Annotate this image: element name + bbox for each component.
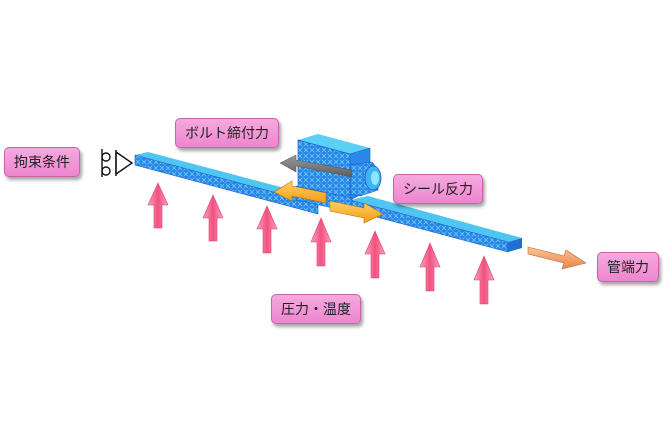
roller-support-icon [101,149,134,177]
bolt-force-label: ボルト締付力 [175,118,279,148]
pressure-arrow [256,205,278,254]
pressure-arrow [310,217,332,267]
seal-reaction-arrow-right [329,200,384,224]
bolt-force-arrow [279,154,353,178]
pressure-arrow [147,182,169,229]
pressure-arrow [202,194,224,242]
pressure-arrow [419,242,441,292]
seal-reaction-arrow-left [273,180,327,204]
pressure-arrows [147,182,495,305]
seal-reaction-label: シール反力 [393,174,483,204]
pressure-arrow [473,255,495,305]
pipe-plate-mesh [349,196,522,253]
constraint-label: 拘束条件 [4,147,80,177]
pipe-end-force-arrow [527,246,587,270]
pressure-arrow [364,230,386,279]
pipe-end-force-label: 管端力 [597,252,659,282]
pressure-temperature-label: 圧力・温度 [271,294,361,324]
